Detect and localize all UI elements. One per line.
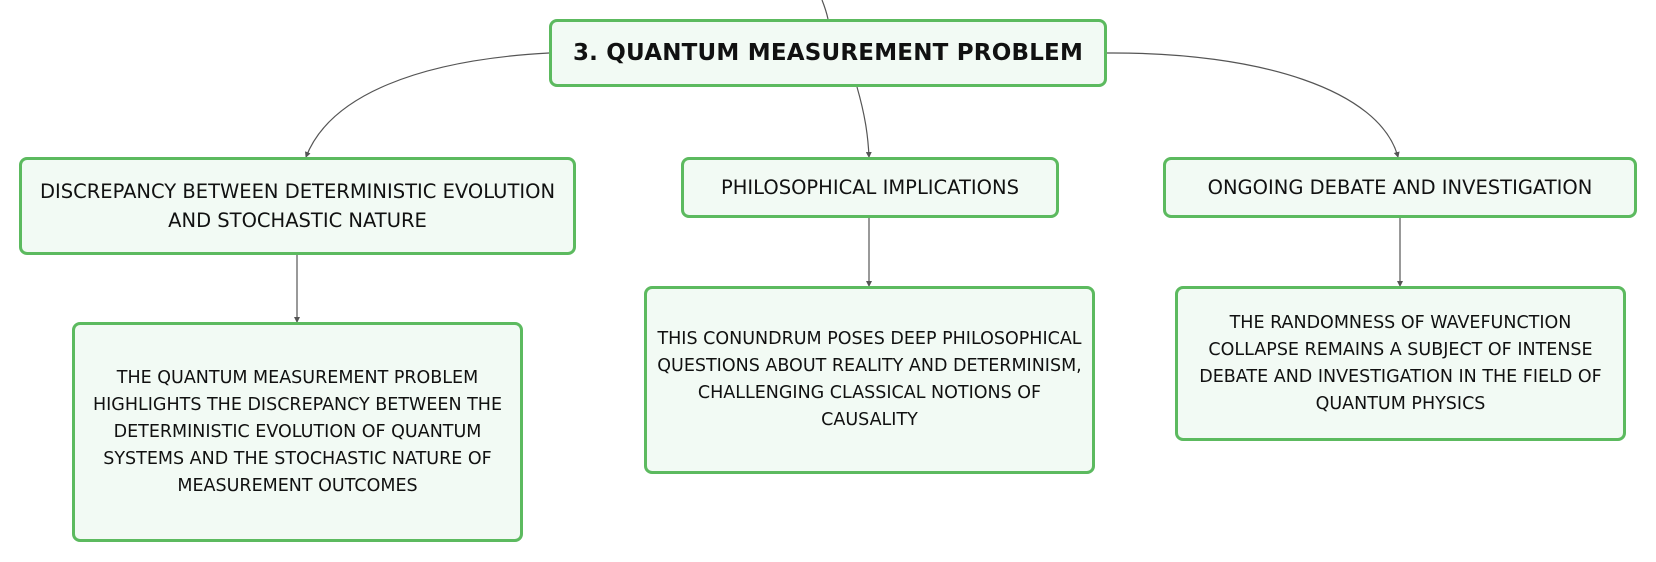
root-node[interactable]: 3. QUANTUM MEASUREMENT PROBLEM [549,19,1107,87]
connector-root-to-branch-1 [305,52,550,158]
connector-root-to-branch-2 [856,86,872,158]
leaf-node-debate-detail[interactable]: THE RANDOMNESS OF WAVEFUNCTION COLLAPSE … [1175,286,1626,441]
branch-node-label: PHILOSOPHICAL IMPLICATIONS [721,176,1019,199]
connector-root-to-branch-3 [1106,52,1400,158]
leaf-node-text: THIS CONUNDRUM POSES DEEP PHILOSOPHICAL … [657,329,1082,430]
leaf-node-discrepancy-detail[interactable]: THE QUANTUM MEASUREMENT PROBLEM HIGHLIGH… [72,322,523,542]
branch-node-label: ONGOING DEBATE AND INVESTIGATION [1207,176,1593,199]
leaf-node-text: THE RANDOMNESS OF WAVEFUNCTION COLLAPSE … [1199,312,1602,414]
branch-node-philosophical-implications[interactable]: PHILOSOPHICAL IMPLICATIONS [681,157,1059,218]
incoming-connector [821,0,829,20]
leaf-node-philosophical-detail[interactable]: THIS CONUNDRUM POSES DEEP PHILOSOPHICAL … [644,286,1095,474]
root-node-label: 3. QUANTUM MEASUREMENT PROBLEM [572,40,1084,66]
leaf-node-text: THE QUANTUM MEASUREMENT PROBLEM HIGHLIGH… [92,367,503,496]
branch-node-discrepancy[interactable]: DISCREPANCY BETWEEN DETERMINISTIC EVOLUT… [19,157,576,255]
branch-node-label: DISCREPANCY BETWEEN DETERMINISTIC EVOLUT… [39,180,556,232]
branch-node-ongoing-debate[interactable]: ONGOING DEBATE AND INVESTIGATION [1163,157,1637,218]
